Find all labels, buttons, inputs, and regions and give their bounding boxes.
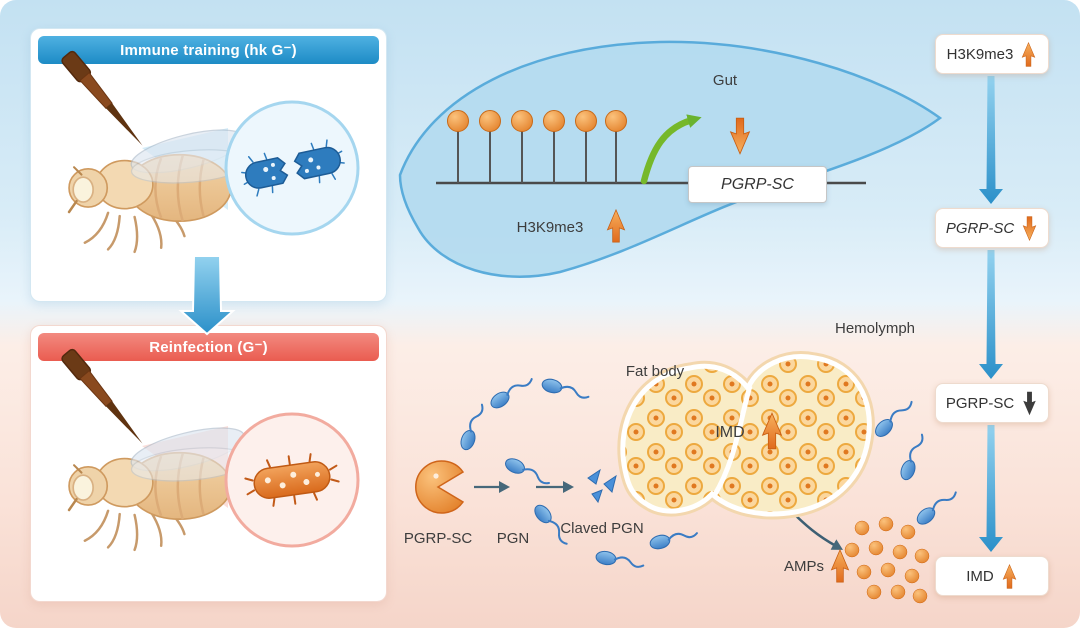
flow-arrow-3-icon (979, 425, 1003, 552)
fat-body-label: Fat body (625, 363, 685, 380)
pathway-box-pgrp-gene: PGRP-SC (935, 208, 1049, 248)
pathway-box-imd: IMD (935, 556, 1049, 596)
training-to-reinfection-arrow-icon (178, 255, 236, 336)
gut-pgrp-sc-box: PGRP-SC (688, 166, 827, 203)
gut-h3k9me3-label: H3K9me3 (516, 219, 584, 236)
pathway-box-label: PGRP-SC (945, 219, 1015, 237)
pgrp-sc-label: PGRP-SC (403, 530, 473, 547)
gut-pgrp-sc-box-label: PGRP-SC (721, 175, 794, 193)
green-repression-arrow-icon (640, 114, 702, 185)
fly-illustration-reinfection (67, 418, 254, 552)
gut-label: Gut (712, 72, 738, 89)
cleaved-pgn-fragments-icon (587, 468, 617, 504)
injection-needle-icon-2 (59, 347, 150, 450)
pathway-box-label: IMD (966, 567, 994, 585)
cleaved-pgn-label: Claved PGN (560, 520, 644, 537)
immune-training-title: Immune training (hk G⁻) (120, 42, 297, 59)
up-arrow-icon (1022, 41, 1036, 67)
pathway-box-label: PGRP-SC (945, 394, 1015, 412)
down-arrow-icon (1023, 215, 1037, 241)
amps-up-arrow-icon (831, 549, 849, 583)
up-arrow-icon (1002, 563, 1016, 589)
flow-arrow-1-icon (979, 76, 1003, 204)
pathway-box-label: H3K9me3 (946, 45, 1014, 63)
immune-training-header: Immune training (hk G⁻) (38, 36, 379, 64)
imd-label: IMD (715, 424, 745, 441)
flow-arrow-2-icon (979, 250, 1003, 379)
amp-dots-cluster (844, 516, 930, 604)
pathway-box-h3k9me3: H3K9me3 (935, 34, 1049, 74)
fly-illustration-training (67, 120, 254, 254)
heat-killed-bacteria-icon (241, 139, 345, 197)
reinfection-title: Reinfection (G⁻) (149, 339, 268, 356)
hemolymph-label: Hemolymph (834, 320, 916, 337)
reinfection-header: Reinfection (G⁻) (38, 333, 379, 361)
down-arrow-icon (1023, 391, 1036, 415)
live-bacterium-icon (244, 453, 340, 507)
zoom-circle-training (224, 100, 360, 236)
pgrp-sc-pacman-icon (415, 460, 465, 514)
gut-organ-shape (398, 40, 943, 278)
injection-needle-icon (59, 49, 150, 152)
methylation-lollipops (447, 110, 627, 183)
fat-body-shape (617, 351, 875, 520)
pgn-label: PGN (496, 530, 530, 547)
pathway-box-pgrp-protein: PGRP-SC (935, 383, 1049, 423)
amps-label: AMPs (783, 558, 824, 575)
